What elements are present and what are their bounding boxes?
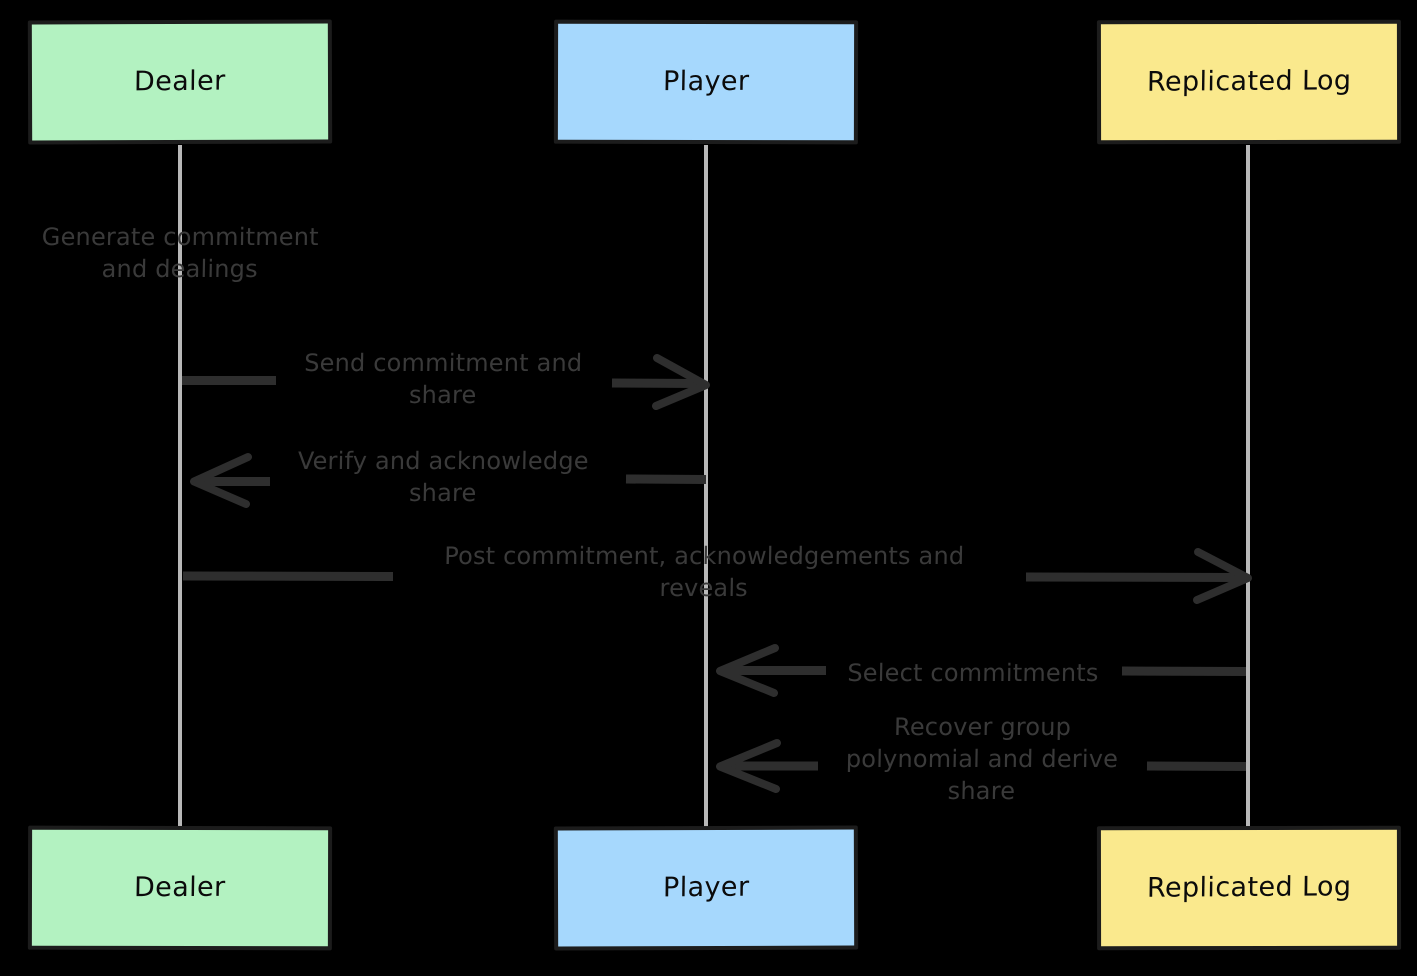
message-label-1-generate-commitment-and-dealings: Generate commitment and dealings — [41, 223, 320, 283]
lifeline-dealer — [178, 145, 182, 831]
participant-label-dealer-bottom: Dealer — [133, 871, 227, 904]
message-label-5-select-commitments: Select commitments — [847, 659, 1099, 687]
message-label-6-recover-group-polynomial-and-derive-share: Recover group polynomial and derive shar… — [845, 713, 1119, 805]
participant-box-dealer-bottom[interactable]: Dealer — [27, 825, 333, 951]
message-label-4-post-commitment-acknowledgements-and-reveals: Post commitment, acknowledgements and re… — [444, 542, 965, 602]
participant-label-player-top: Player — [662, 65, 750, 98]
lifeline-player — [704, 145, 708, 831]
participant-box-dealer-top[interactable]: Dealer — [27, 19, 333, 145]
participant-label-replicated-log-bottom: Replicated Log — [1146, 871, 1352, 904]
participant-box-replicated-log-bottom[interactable]: Replicated Log — [1096, 825, 1402, 951]
participant-box-player-top[interactable]: Player — [553, 19, 859, 145]
message-label-3-verify-and-acknowledge-share: Verify and acknowledge share — [297, 447, 589, 507]
participant-label-player-bottom: Player — [662, 871, 750, 904]
message-label-2-send-commitment-and-share: Send commitment and share — [303, 349, 583, 409]
participant-box-replicated-log-top[interactable]: Replicated Log — [1096, 19, 1402, 145]
participant-box-player-bottom[interactable]: Player — [553, 825, 859, 951]
lifeline-replicated-log — [1246, 145, 1250, 831]
participant-label-replicated-log-top: Replicated Log — [1146, 65, 1352, 98]
participant-label-dealer-top: Dealer — [134, 65, 226, 98]
